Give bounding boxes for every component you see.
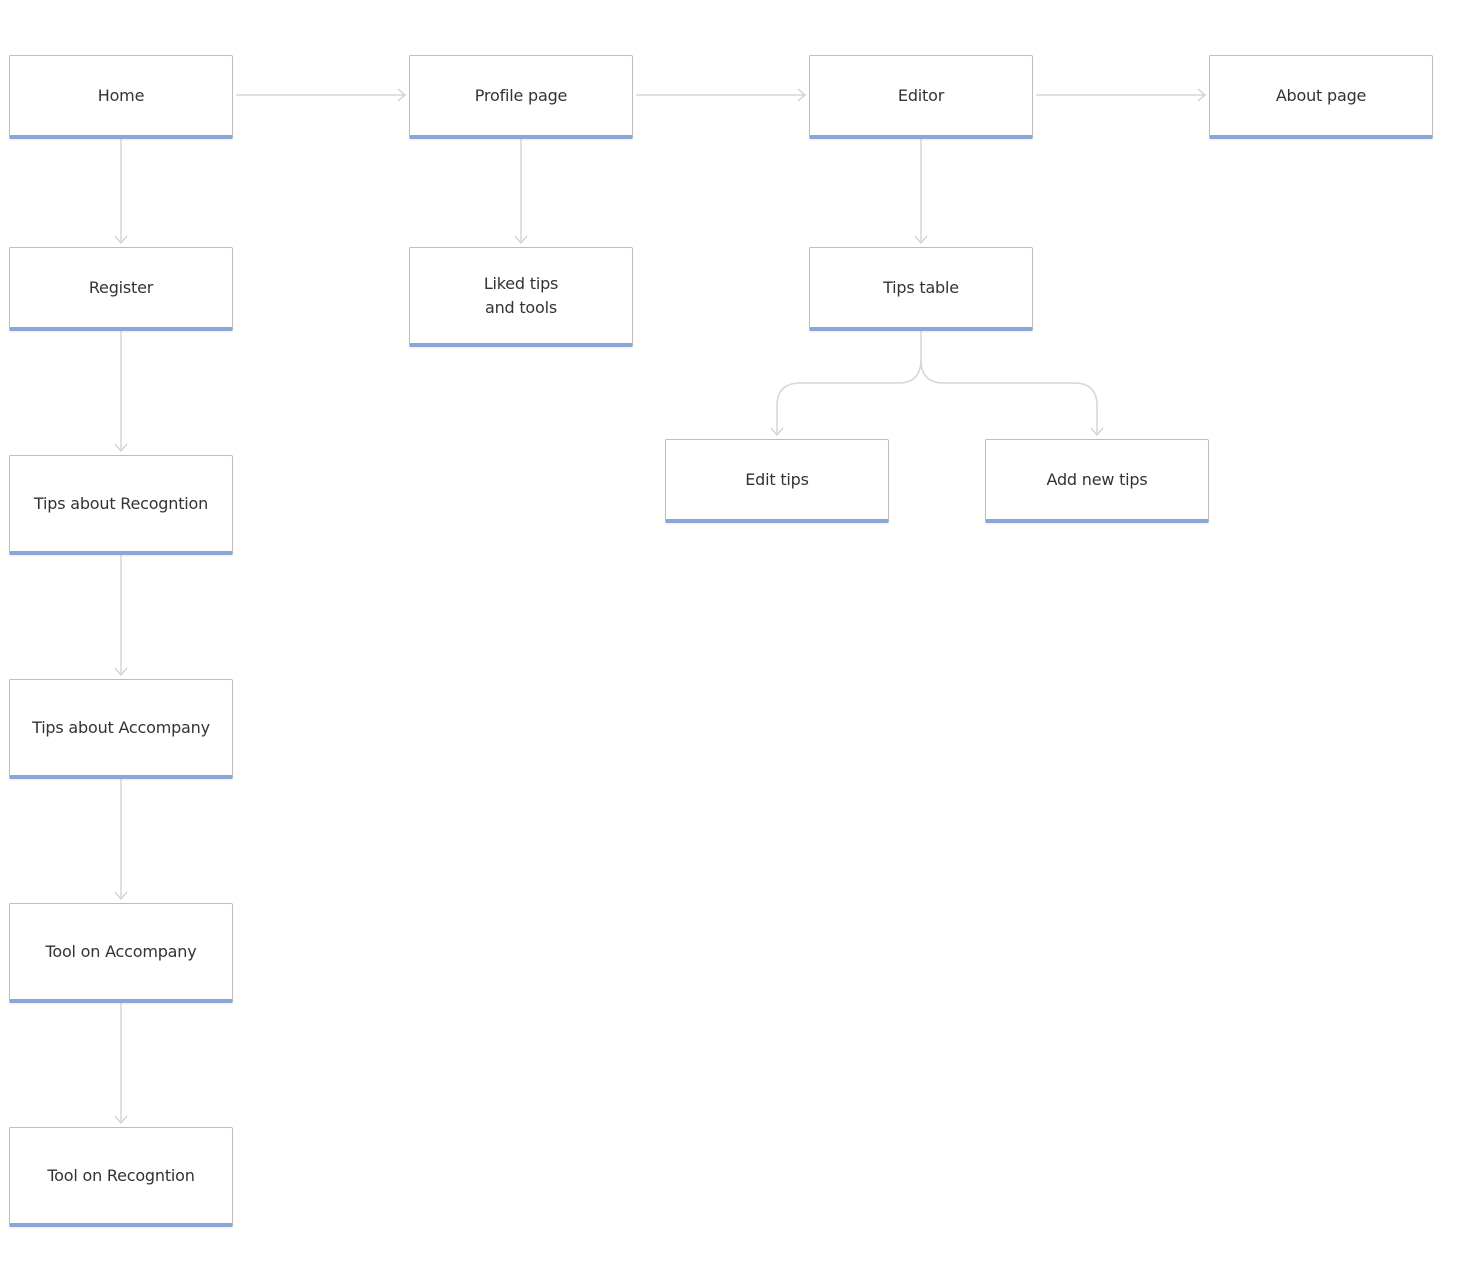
connector-tool-accompany-tool-recognition xyxy=(114,1003,128,1125)
connector-profile-liked xyxy=(514,139,528,245)
connector-home-register xyxy=(114,139,128,245)
node-edit-tips[interactable]: Edit tips xyxy=(665,439,889,523)
connector-tips-table-add-tips xyxy=(920,359,1104,437)
node-tips-about-accompany[interactable]: Tips about Accompany xyxy=(9,679,233,779)
connector-profile-editor xyxy=(636,88,807,102)
connector-register-tips-recognition xyxy=(114,331,128,453)
node-tool-on-recognition[interactable]: Tool on Recogntion xyxy=(9,1127,233,1227)
node-register[interactable]: Register xyxy=(9,247,233,331)
node-add-new-tips[interactable]: Add new tips xyxy=(985,439,1209,523)
node-home[interactable]: Home xyxy=(9,55,233,139)
connector-home-profile xyxy=(236,88,407,102)
node-about-page[interactable]: About page xyxy=(1209,55,1433,139)
connector-editor-tips-table xyxy=(914,139,928,245)
connector-tips-accompany-tool-accompany xyxy=(114,779,128,901)
node-tips-about-recognition[interactable]: Tips about Recogntion xyxy=(9,455,233,555)
connector-editor-about xyxy=(1036,88,1207,102)
connector-tips-recognition-tips-accompany xyxy=(114,555,128,677)
node-profile-page[interactable]: Profile page xyxy=(409,55,633,139)
node-liked-tips-and-tools[interactable]: Liked tips and tools xyxy=(409,247,633,347)
node-tool-on-accompany[interactable]: Tool on Accompany xyxy=(9,903,233,1003)
connector-tips-table-edit-tips xyxy=(770,331,922,437)
node-tips-table[interactable]: Tips table xyxy=(809,247,1033,331)
node-editor[interactable]: Editor xyxy=(809,55,1033,139)
